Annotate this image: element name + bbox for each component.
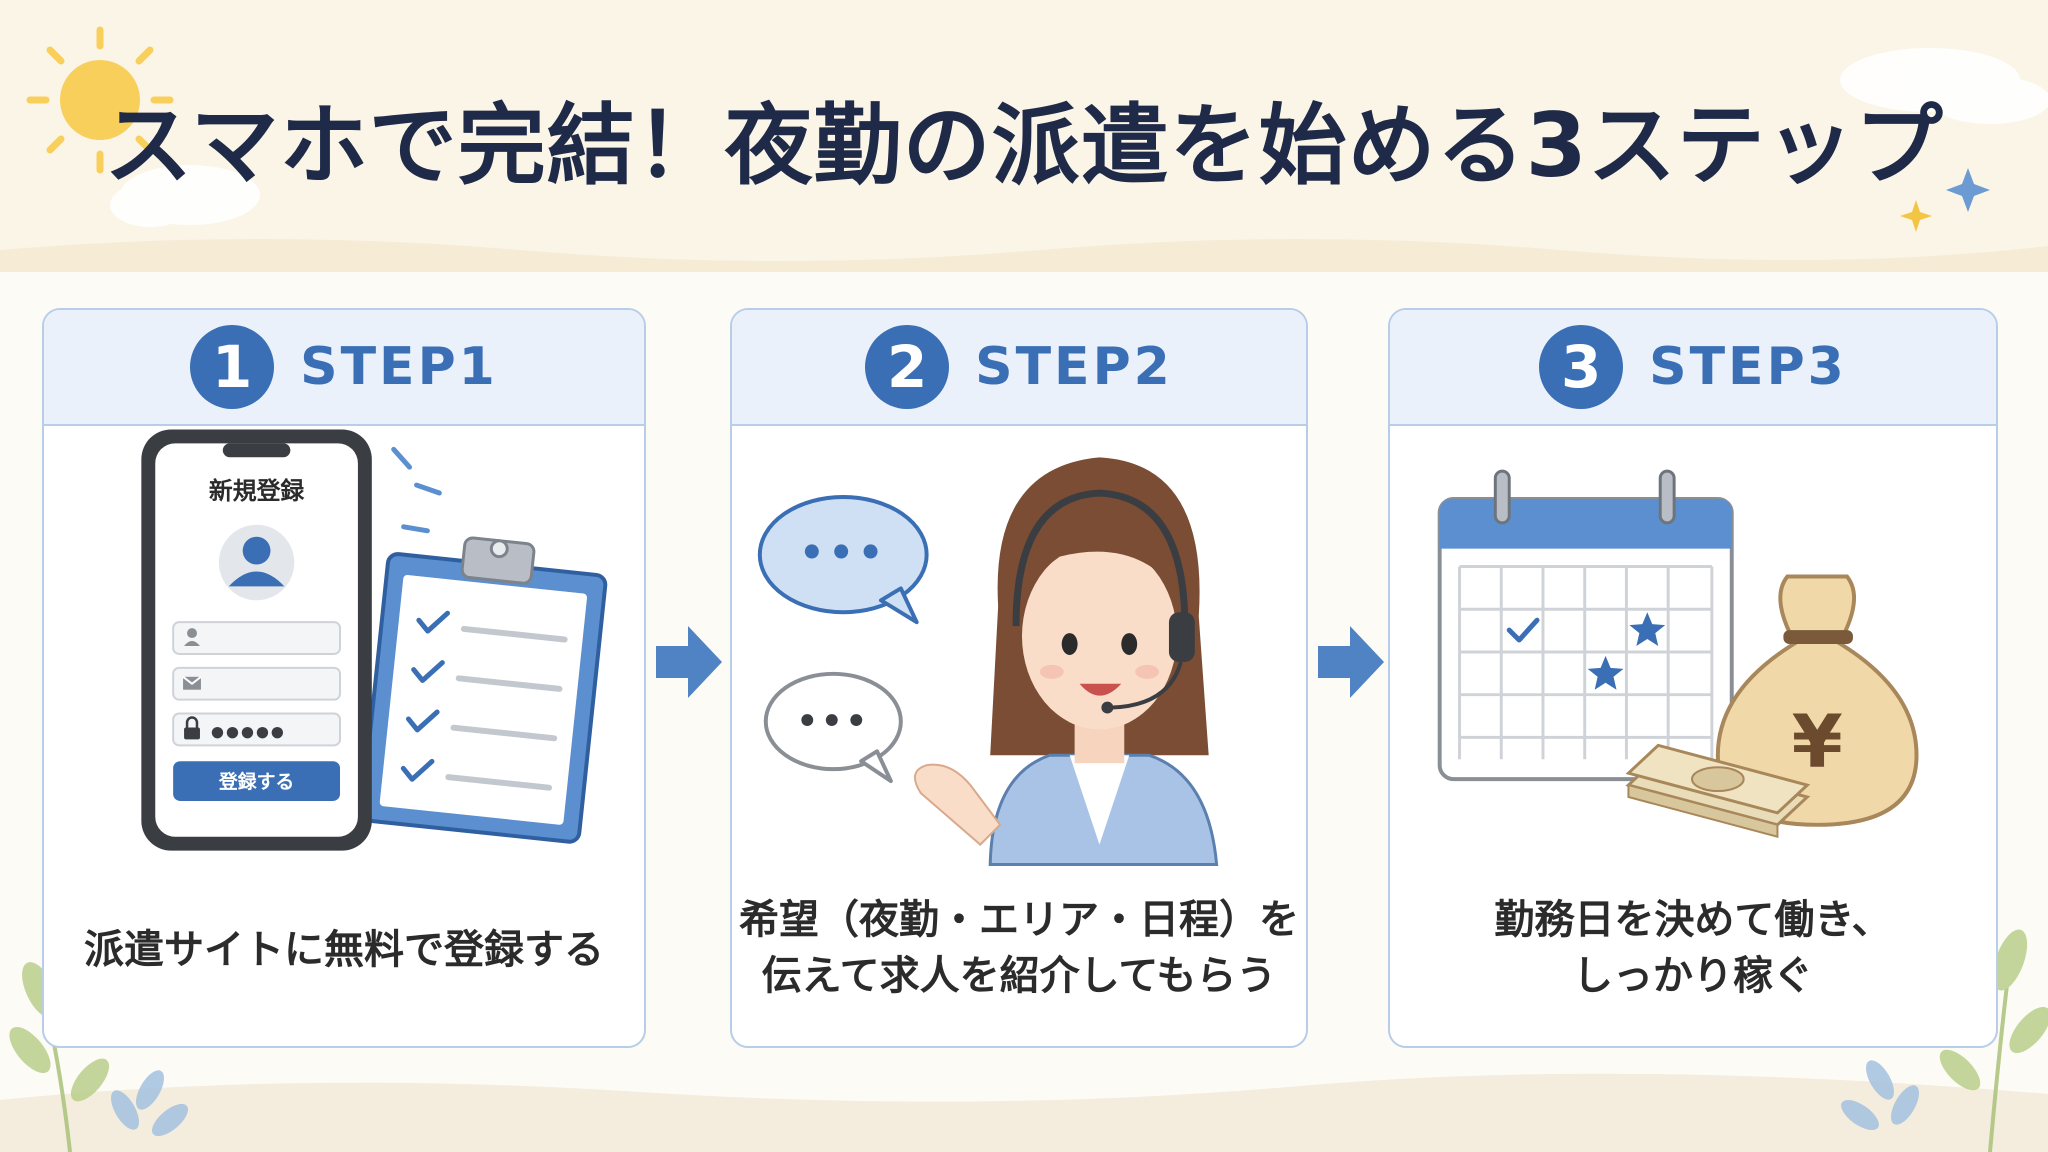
step-number-badge: 3 bbox=[1539, 325, 1624, 409]
user-avatar-icon bbox=[218, 524, 295, 601]
star-icon bbox=[1587, 655, 1624, 690]
step-description: 希望（夜勤・エリア・日程）を 伝えて求人を紹介してもらう bbox=[732, 892, 1306, 1004]
clipboard-checklist-icon bbox=[359, 536, 608, 844]
sun-icon bbox=[26, 26, 174, 174]
sparkle-icon bbox=[1946, 168, 1990, 212]
leaf-decoration-icon bbox=[1841, 1060, 1919, 1131]
step1-illustration: 新規登録 ●●●●● 登録する bbox=[141, 429, 608, 851]
step-description-line: 伝えて求人を紹介してもらう bbox=[761, 953, 1277, 999]
step-label: STEP1 bbox=[300, 337, 498, 397]
speech-bubble-icon: ••• bbox=[757, 495, 929, 625]
banknotes-icon bbox=[1625, 743, 1811, 839]
step-description-line: しっかり稼ぐ bbox=[1573, 953, 1813, 999]
step-header: 1 STEP1 bbox=[44, 310, 644, 426]
arrow-right-icon bbox=[656, 626, 722, 698]
register-button[interactable] bbox=[173, 761, 341, 801]
speech-bubble-icon: ••• bbox=[763, 671, 903, 784]
step-card-2: 2 STEP2 ••• ••• bbox=[730, 308, 1308, 1048]
check-icon bbox=[1506, 617, 1540, 643]
calendar-icon bbox=[1437, 469, 1734, 782]
step-header: 3 STEP3 bbox=[1390, 310, 1996, 426]
step-card-3: 3 STEP3 ¥ bbox=[1388, 308, 1998, 1048]
step-label: STEP3 bbox=[1649, 337, 1847, 397]
phone-form-title: 新規登録 bbox=[209, 477, 305, 505]
name-field[interactable] bbox=[172, 621, 342, 655]
mail-icon bbox=[182, 676, 202, 690]
step-description: 派遣サイトに無料で登録する bbox=[84, 927, 604, 973]
step2-illustration: ••• ••• bbox=[757, 457, 1219, 866]
email-field[interactable] bbox=[172, 666, 342, 701]
step-header: 2 STEP2 bbox=[732, 310, 1306, 426]
arrow-right-icon bbox=[1318, 626, 1384, 698]
password-mask: ●●●●● bbox=[211, 722, 286, 740]
lock-icon bbox=[184, 716, 200, 740]
user-icon bbox=[184, 628, 200, 646]
step-description-line: 勤務日を決めて働き、 bbox=[1494, 897, 1892, 943]
star-icon bbox=[1629, 612, 1666, 646]
register-button-label: 登録する bbox=[218, 770, 294, 793]
step-description-line: 希望（夜勤・エリア・日程）を bbox=[739, 897, 1299, 943]
step-label: STEP2 bbox=[975, 337, 1173, 397]
operator-with-headset-icon bbox=[914, 457, 1219, 866]
password-field[interactable] bbox=[172, 712, 342, 747]
bubble-dots: ••• bbox=[796, 701, 870, 740]
leaf-decoration-icon bbox=[111, 1070, 189, 1137]
smartphone-icon: 新規登録 ●●●●● 登録する bbox=[141, 429, 372, 851]
yen-symbol: ¥ bbox=[1792, 700, 1843, 785]
step3-illustration: ¥ bbox=[1437, 469, 1919, 839]
sparkle-icon bbox=[1900, 200, 1932, 232]
step-description: 勤務日を決めて働き、 しっかり稼ぐ bbox=[1390, 892, 1996, 1004]
step-number-badge: 2 bbox=[865, 325, 950, 409]
bubble-dots: ••• bbox=[799, 531, 887, 577]
step-number-badge: 1 bbox=[190, 325, 275, 409]
step-card-1: 1 STEP1 新規登録 bbox=[42, 308, 646, 1048]
page-title: スマホで完結！夜勤の派遣を始める3ステップ bbox=[104, 94, 1944, 197]
